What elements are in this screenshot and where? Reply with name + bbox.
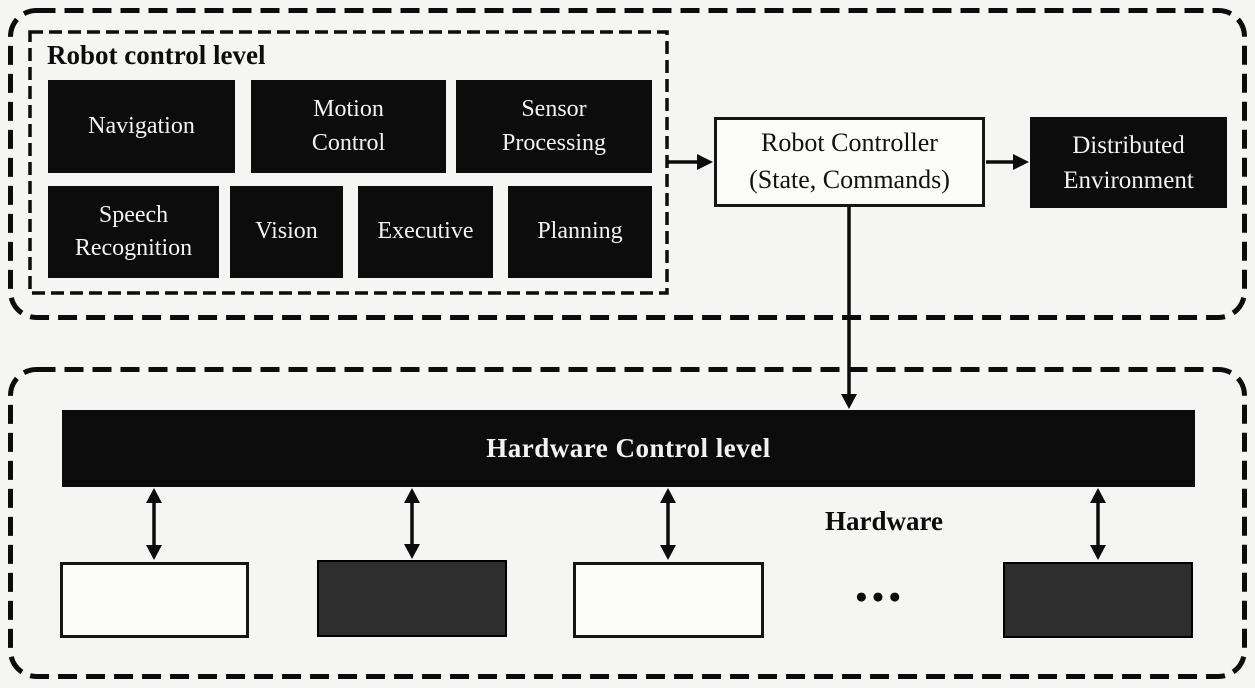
distributed-environment-line2: Environment — [1063, 166, 1194, 194]
hardware-box-3 — [573, 562, 764, 638]
hardware-ellipsis: ●●● — [855, 584, 906, 608]
arrow-controller-to-environment — [986, 154, 1029, 170]
robot-controller-line1: Robot Controller — [761, 128, 938, 158]
hardware-box-1 — [60, 562, 249, 638]
module-planning: Planning — [508, 186, 652, 278]
hardware-box-4 — [1003, 562, 1193, 638]
module-speech-recognition: Speech Recognition — [48, 186, 219, 278]
arrow-controller-to-hardware-bar — [841, 207, 857, 409]
module-navigation: Navigation — [48, 80, 235, 173]
arrow-bar-to-hw-box-3 — [660, 488, 676, 560]
arrow-bar-to-hw-box-4 — [1090, 488, 1106, 560]
module-vision: Vision — [230, 186, 343, 278]
module-executive: Executive — [358, 186, 493, 278]
distributed-environment-box: Distributed Environment — [1030, 117, 1227, 208]
module-sensor-processing: Sensor Processing — [456, 80, 652, 173]
hardware-control-level-bar: Hardware Control level — [62, 410, 1195, 487]
arrow-bar-to-hw-box-1 — [146, 488, 162, 560]
robot-controller-box: Robot Controller (State, Commands) — [714, 117, 985, 207]
robot-controller-line2: (State, Commands) — [749, 165, 950, 194]
module-motion-control: Motion Control — [251, 80, 446, 173]
robot-control-level-title: Robot control level — [47, 40, 266, 70]
hardware-label: Hardware — [825, 506, 943, 536]
arrow-bar-to-hw-box-2 — [404, 488, 420, 559]
hardware-box-2 — [317, 560, 507, 637]
distributed-environment-line1: Distributed — [1072, 131, 1185, 159]
arrow-modules-to-controller — [667, 154, 713, 170]
